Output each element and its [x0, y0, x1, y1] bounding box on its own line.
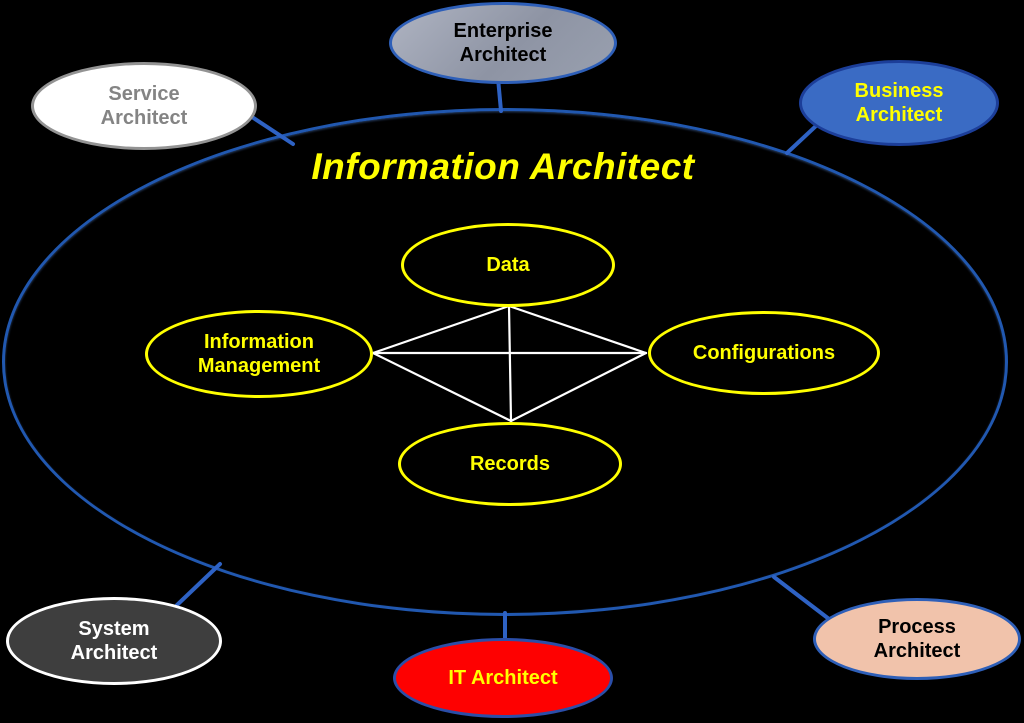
- node-enterprise-architect: Enterprise Architect: [389, 2, 617, 84]
- node-it-architect-label: IT Architect: [448, 666, 558, 689]
- link-configurations-records: [509, 351, 648, 423]
- connector-business-architect: [785, 123, 819, 155]
- information-architect-title: Information Architect: [311, 146, 695, 187]
- node-information-management-label: Information Management: [197, 330, 321, 377]
- node-records: Records: [398, 422, 622, 506]
- node-process-architect: Process Architect: [813, 598, 1021, 680]
- node-information-management: Information Management: [145, 310, 373, 398]
- connector-process-architect: [772, 575, 831, 621]
- node-configurations: Configurations: [648, 311, 880, 395]
- node-configurations-label: Configurations: [692, 341, 836, 364]
- link-information-management-records: [371, 351, 513, 423]
- link-data-records: [507, 304, 513, 423]
- node-system-architect-label: System Architect: [70, 617, 158, 664]
- node-it-architect: IT Architect: [393, 638, 613, 718]
- link-data-information-management: [371, 304, 511, 355]
- node-data: Data: [401, 223, 615, 307]
- link-data-configurations: [507, 304, 648, 355]
- node-data-label: Data: [486, 253, 530, 276]
- node-system-architect: System Architect: [6, 597, 222, 685]
- node-service-architect: Service Architect: [31, 62, 257, 150]
- connector-service-architect: [247, 113, 295, 146]
- node-business-architect: Business Architect: [799, 60, 999, 146]
- node-service-architect-label: Service Architect: [100, 82, 188, 129]
- node-process-architect-label: Process Architect: [873, 615, 961, 662]
- node-enterprise-architect-label: Enterprise Architect: [453, 19, 553, 66]
- node-business-architect-label: Business Architect: [854, 79, 944, 126]
- node-records-label: Records: [469, 452, 551, 475]
- connector-system-architect: [175, 562, 222, 607]
